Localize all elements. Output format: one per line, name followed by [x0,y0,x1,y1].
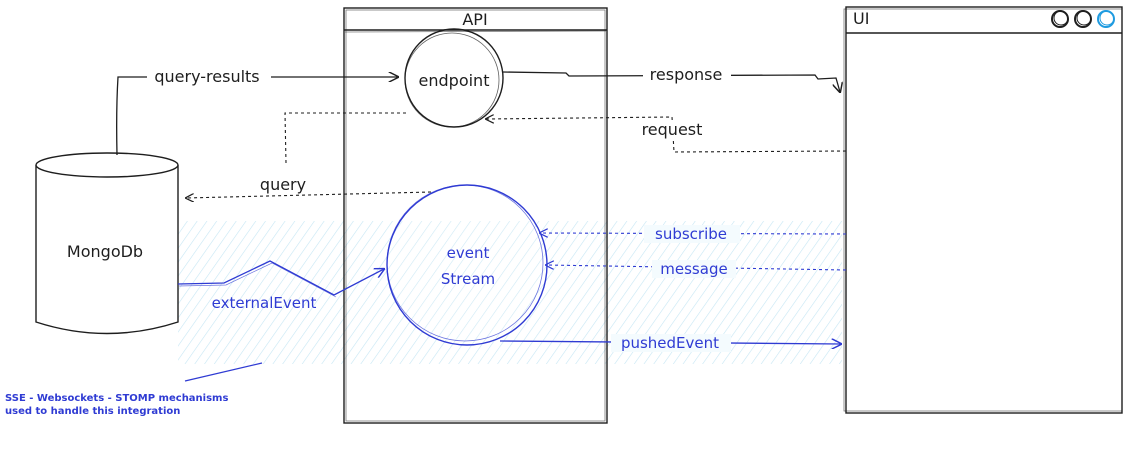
edge-query-label: query [260,175,306,194]
api-title: API [462,10,487,29]
edge-message-label: message [660,260,727,278]
edge-response-label: response [650,65,723,84]
window-controls [1051,10,1115,28]
event-stream-label-line2: Stream [441,270,495,288]
edge-query-results: query-results [116,67,398,156]
edge-subscribe: subscribe [540,225,847,243]
edge-pushed-event-label: pushedEvent [621,334,719,352]
endpoint-node: endpoint [404,28,504,128]
endpoint-label: endpoint [419,71,490,90]
edge-request-label: request [642,120,703,139]
annotation-note: SSE - Websockets - STOMP mechanisms used… [5,393,229,417]
event-stream-label-line1: event [447,244,490,262]
edge-request: request [486,117,847,153]
ui-window: UI [843,6,1123,414]
integration-area-hatch [178,221,842,364]
annotation-pointer [184,362,263,382]
ui-title: UI [853,9,869,28]
edge-external-event: externalEvent [177,260,384,312]
edge-pushed-event: pushedEvent [499,334,841,352]
edge-query-results-label: query-results [154,67,259,86]
mongodb-node: MongoDb [35,152,179,335]
mongodb-label: MongoDb [67,242,143,261]
edge-response: response [502,65,840,92]
edge-subscribe-label: subscribe [655,225,727,243]
edge-external-event-label: externalEvent [212,294,317,312]
api-box: API [343,7,608,424]
event-stream-node: event Stream [386,184,548,346]
edge-message: message [546,260,847,278]
edge-query: query [186,112,432,198]
